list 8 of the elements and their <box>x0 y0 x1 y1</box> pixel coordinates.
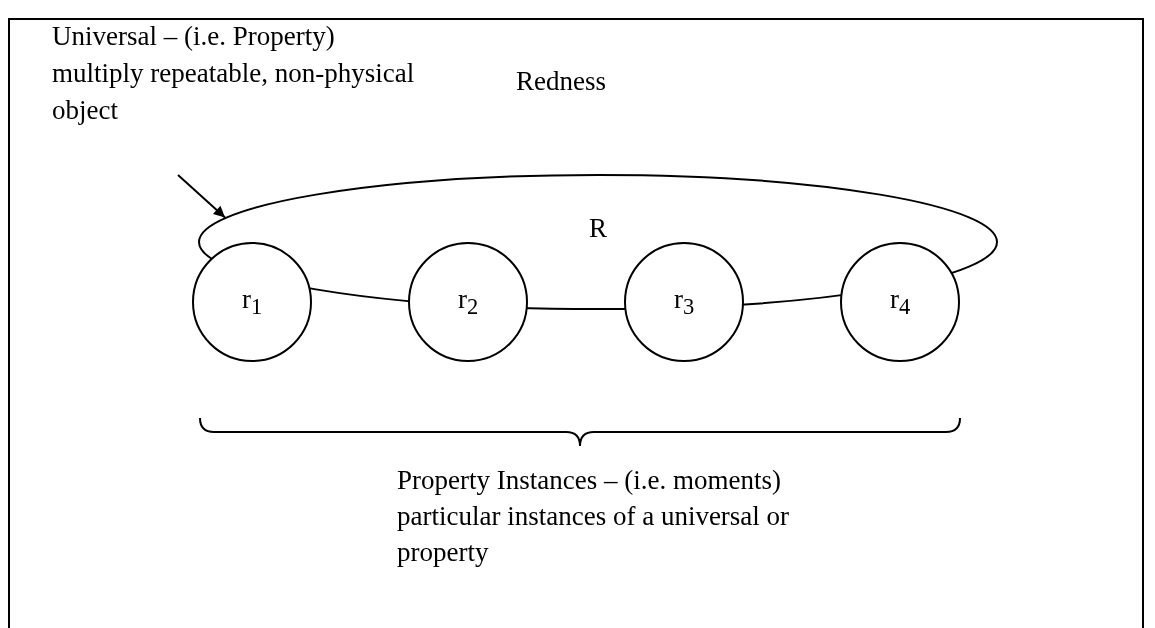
brace-caption: Property Instances – (i.e. moments) particular instances of a universal or property <box>397 464 791 569</box>
instance-circle: r$_{1}$ <box>192 242 312 362</box>
instance-circle: r$_{3}$ <box>624 242 744 362</box>
leader-arrow <box>177 174 226 219</box>
instance-circle: r$_{2}$ <box>408 242 528 362</box>
annotation-text: Universal – (i.e. Property) multiply repeatable, non-physical object <box>52 18 424 175</box>
shape-caption: Redness <box>516 66 606 97</box>
instance-circle: r$_{4}$ <box>840 242 960 362</box>
